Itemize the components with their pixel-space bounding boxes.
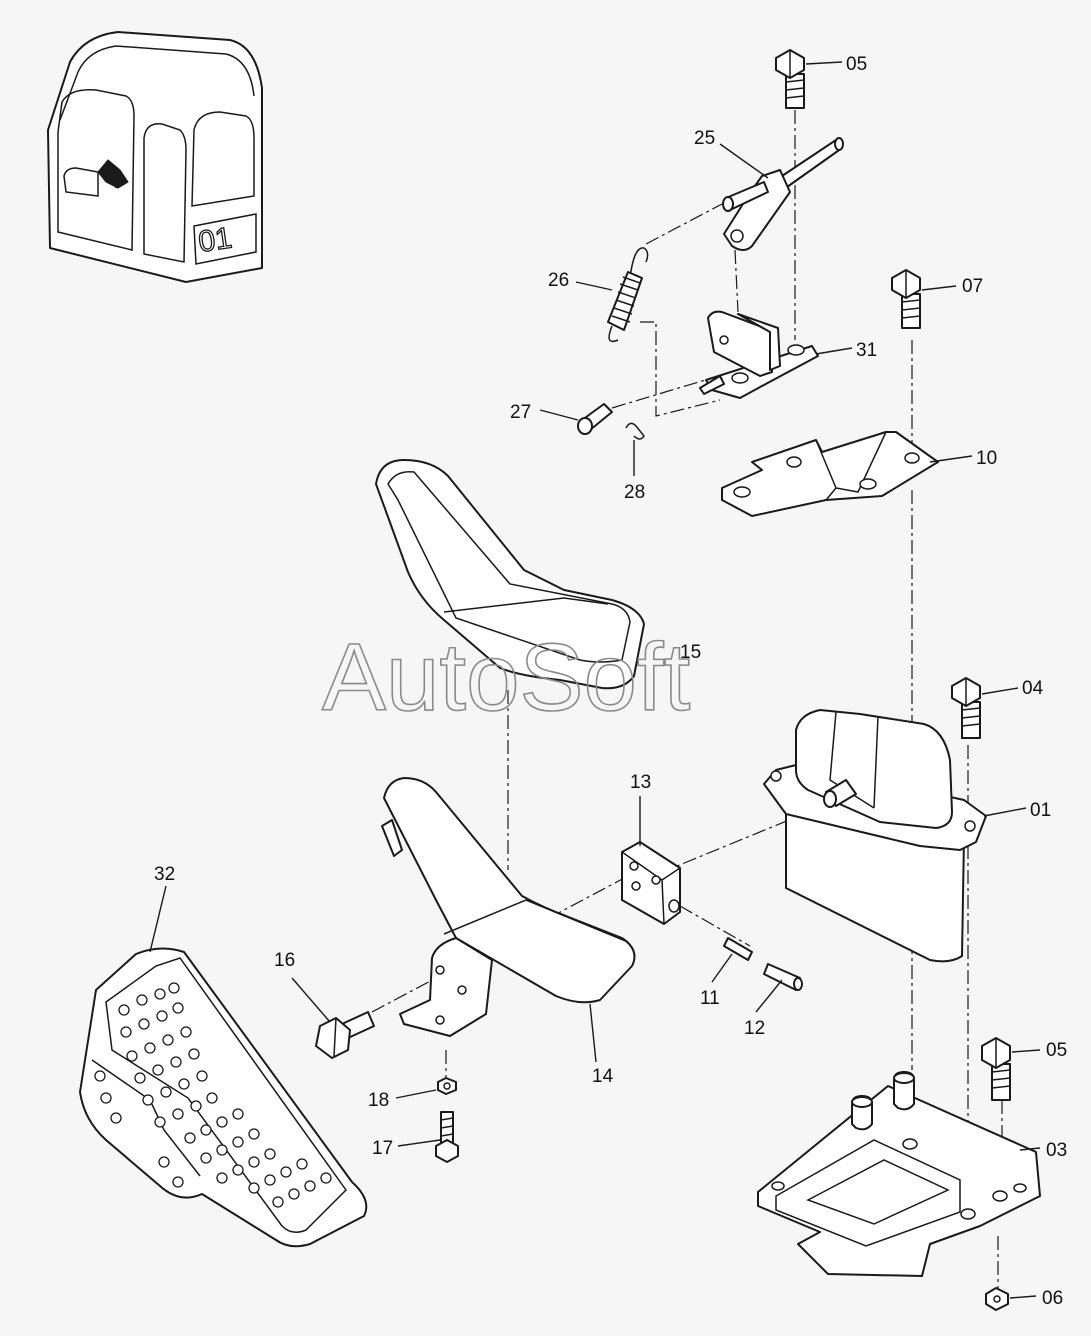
label-32: 32 [154,864,175,885]
label-13: 13 [630,772,651,793]
bolt-07 [891,269,921,329]
label-31: 31 [856,340,877,361]
nut-06 [985,1287,1009,1311]
label-11: 11 [700,988,720,1009]
pedal-14 [381,777,636,1037]
pin-27 [577,403,613,435]
bolt-05-top [775,49,805,109]
bolt-17 [435,1111,459,1163]
label-05-top: 05 [846,54,867,75]
pedal-pad-32 [79,947,368,1248]
label-03: 03 [1046,1140,1067,1161]
base-plate-03 [757,1071,1041,1277]
label-01: 01 [1030,800,1051,821]
pin-12 [763,963,803,991]
block-13 [621,841,681,925]
label-10: 10 [976,448,997,469]
spring-26 [607,247,649,343]
label-07: 07 [962,276,983,297]
label-05-lower: 05 [1046,1040,1067,1061]
pin-11 [723,937,753,961]
label-28: 28 [624,482,645,503]
leader-lines [149,61,1041,1299]
grip-dimples [94,982,332,1208]
bolt-16 [315,1011,375,1059]
part-labels: 05 25 26 07 31 27 10 28 15 04 13 01 32 1… [154,54,1067,1309]
label-16: 16 [274,950,295,971]
bolt-04 [951,677,981,739]
cab-badge: 01 [196,222,234,259]
bolt-05-lower [981,1037,1011,1101]
label-12: 12 [744,1018,765,1039]
label-14: 14 [592,1066,614,1087]
rod-arm-25 [722,137,844,251]
label-18: 18 [368,1090,389,1111]
label-17: 17 [372,1138,393,1159]
label-15: 15 [680,642,701,663]
mount-plate-10 [721,431,939,517]
label-04: 04 [1022,678,1044,699]
footrest-15 [375,459,645,690]
bracket-31 [699,310,819,399]
watermark-text: AutoSoft [322,624,690,731]
clip-28 [625,422,645,440]
nut-18 [437,1077,457,1095]
label-25: 25 [694,128,715,149]
label-27: 27 [510,402,531,423]
label-26: 26 [548,270,569,291]
cab-thumbnail: 01 [47,31,263,283]
label-06: 06 [1042,1288,1063,1309]
pedal-valve-01 [763,709,987,963]
